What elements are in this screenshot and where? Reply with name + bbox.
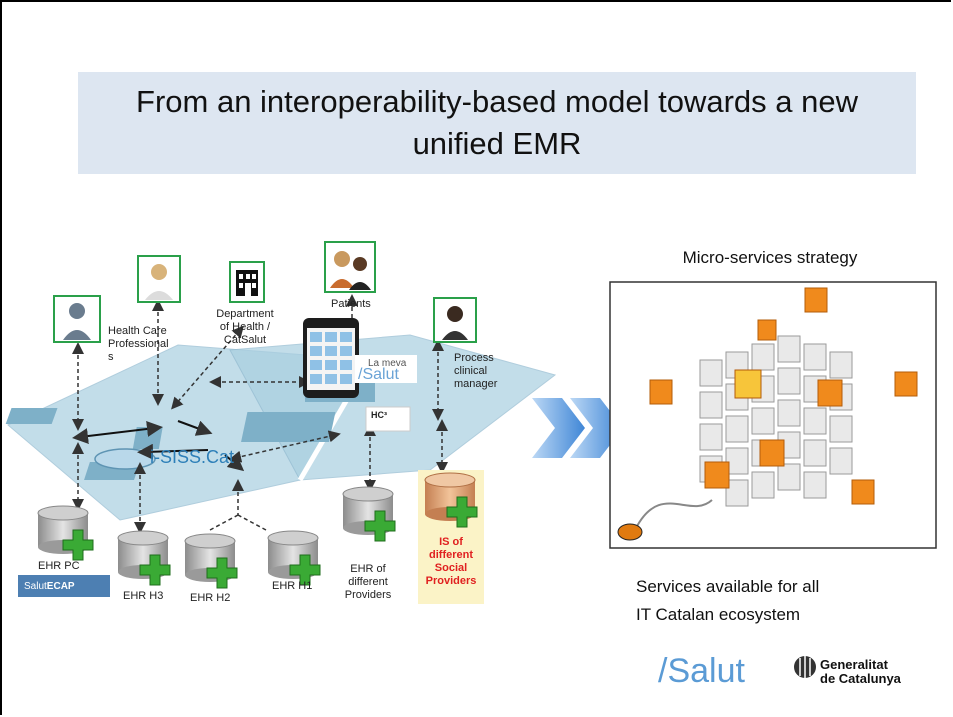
health-care-professionals-label: Health Care Professional s — [108, 325, 169, 363]
la-meva-label: La meva — [368, 358, 407, 369]
platform-label: i-SISS.Cat — [150, 447, 235, 467]
hc3-label: HC³ — [371, 410, 387, 420]
patients-icon — [324, 241, 376, 293]
ehr-h2-label: EHR H2 — [190, 592, 231, 604]
ecap-salut-text: Salut — [24, 580, 47, 592]
ehr-pc-label: EHR PC — [38, 560, 80, 572]
slide-title: From an interoperability-based model tow… — [136, 84, 858, 161]
process-manager-label: Process clinical manager — [454, 352, 498, 390]
patients-label: Patients — [331, 298, 371, 310]
services-available-caption: Services available for all IT Catalan ec… — [636, 577, 820, 624]
app-salut-label: /Salut — [358, 366, 399, 383]
ehr-h1-label: EHR H1 — [272, 580, 313, 592]
la-meva-salut-app — [303, 318, 417, 398]
ecap-text: ECAP — [46, 580, 75, 592]
ehr-h3-label: EHR H3 — [123, 590, 164, 602]
is-social-providers-label: IS of different Social Providers — [425, 536, 477, 587]
title-banner: From an interoperability-based model tow… — [78, 72, 916, 174]
generalitat-logo-text: Generalitat de Catalunya — [820, 657, 901, 686]
salut-logo: /Salut — [658, 652, 745, 690]
department-label: Department of Health / CatSalut — [216, 308, 274, 346]
micro-services-caption: Micro-services strategy — [682, 248, 858, 267]
ehr-other-providers-label: EHR of different Providers — [344, 563, 392, 601]
cube-graphic — [617, 287, 918, 541]
